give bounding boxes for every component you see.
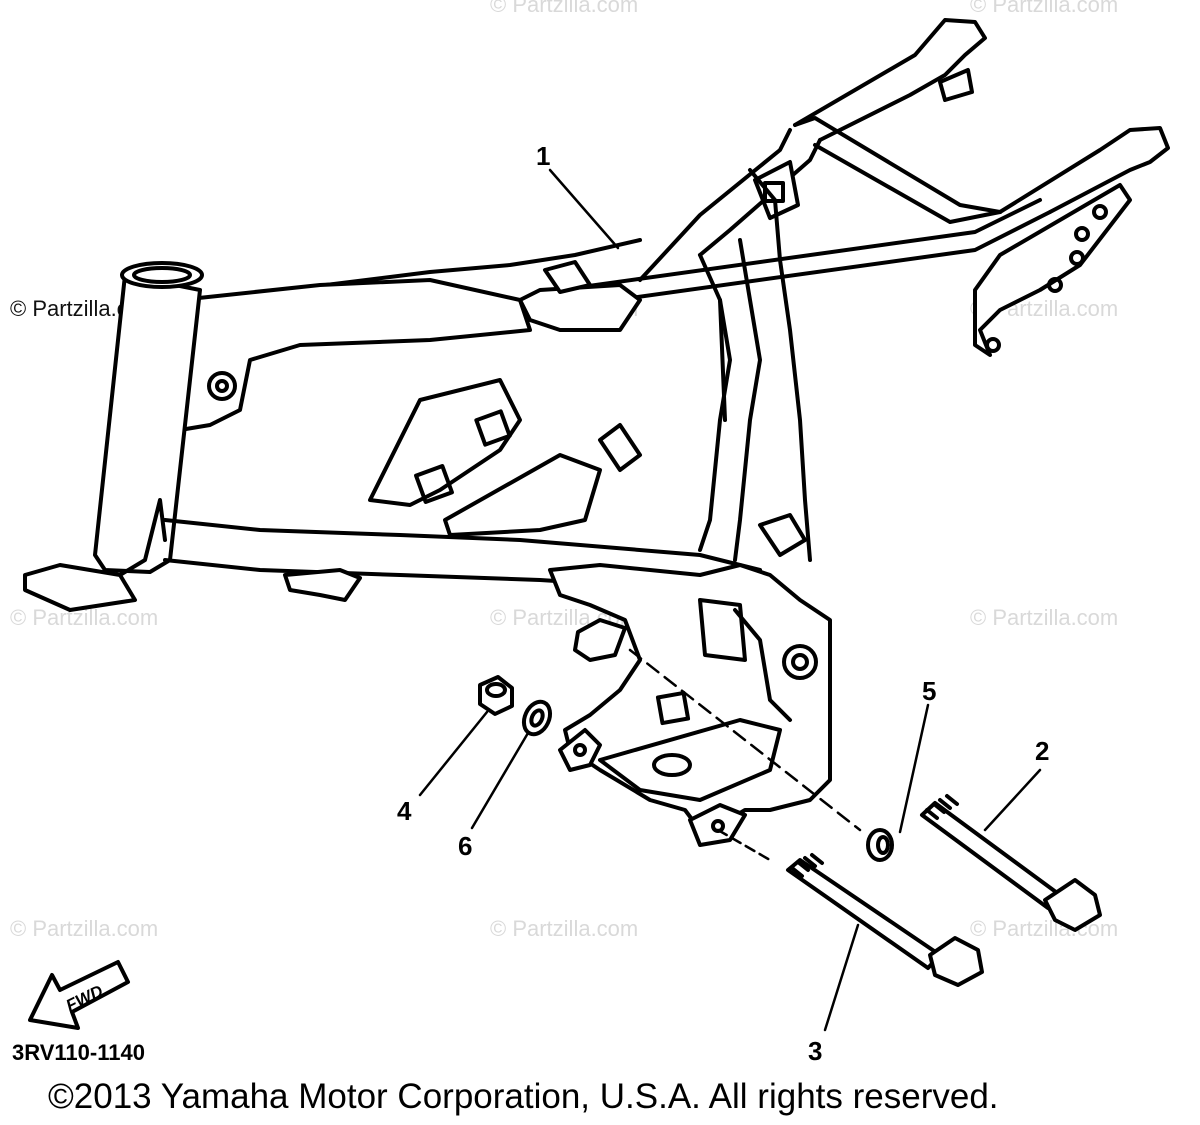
leader-line-6 (470, 731, 530, 830)
watermark: © Partzilla.com (970, 605, 1118, 630)
watermark: © Partzilla.com (970, 916, 1118, 941)
washer-part-6 (521, 699, 553, 737)
diagram-code: 3RV110-1140 (12, 1040, 145, 1065)
leader-line-1 (548, 168, 620, 250)
nut-part-5 (866, 828, 894, 862)
fwd-arrow-icon: FWD (28, 960, 130, 1030)
callout-1: 1 (536, 141, 550, 171)
callout-3: 3 (808, 1036, 822, 1066)
watermark: © Partzilla.com (10, 916, 158, 941)
nut-part-4 (478, 675, 514, 716)
watermark: © Partzilla.com (970, 0, 1118, 17)
leader-line-2 (983, 768, 1042, 832)
callout-2: 2 (1035, 736, 1049, 766)
assembly-lines (628, 648, 862, 862)
leader-line-3 (823, 923, 860, 1032)
copyright-text: ©2013 Yamaha Motor Corporation, U.S.A. A… (48, 1077, 999, 1116)
callout-5: 5 (922, 676, 936, 706)
watermark: © Partzilla.com (490, 916, 638, 941)
leader-line-5 (898, 703, 930, 834)
frame-drawing (23, 18, 1170, 847)
callout-6: 6 (458, 831, 472, 861)
callout-4: 4 (397, 796, 412, 826)
leader-line-4 (418, 710, 489, 797)
bolt-long-part-2 (920, 794, 1102, 932)
watermark: © Partzilla.com (490, 0, 638, 17)
callouts: 1 2 3 4 5 6 (397, 141, 1049, 1066)
bolt-long-part-3 (786, 853, 984, 987)
